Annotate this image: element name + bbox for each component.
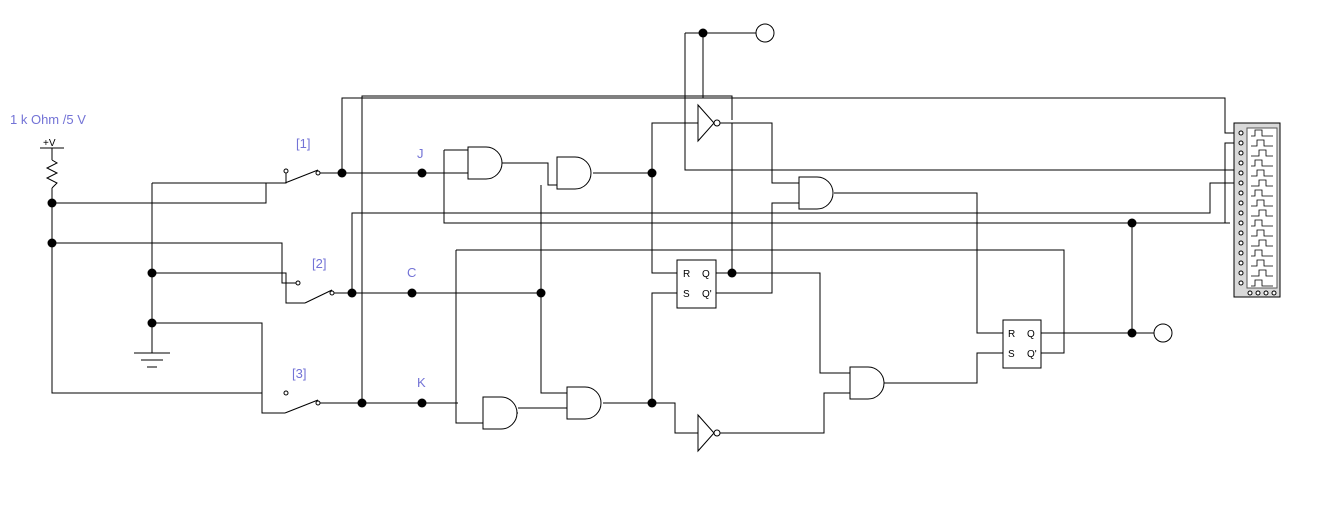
analyzer-pin — [1238, 280, 1244, 286]
waveform-glyph — [1251, 129, 1273, 137]
waveform-glyph — [1251, 179, 1273, 187]
analyzer-pin — [1238, 180, 1244, 186]
pin-s: S — [1008, 349, 1015, 360]
analyzer-pin — [1238, 260, 1244, 266]
junction-dots — [47, 28, 1137, 408]
analyzer-pin — [1238, 230, 1244, 236]
net-label-j: J — [417, 146, 424, 161]
inverter-top — [697, 103, 721, 143]
and-gate-3 — [482, 396, 518, 430]
switch-label: [3] — [292, 366, 306, 381]
analyzer-pin — [1238, 270, 1244, 276]
analyzer-pin — [1238, 140, 1244, 146]
switch-label: [2] — [312, 256, 326, 271]
waveform-glyph — [1251, 249, 1273, 257]
net-label-k: K — [417, 375, 426, 390]
switch-label: [1] — [296, 136, 310, 151]
logic-analyzer[interactable] — [1233, 122, 1281, 298]
and-gate-2 — [556, 156, 592, 190]
waveform-glyph — [1251, 209, 1273, 217]
rs-flipflop-2: R S Q Q' — [1002, 319, 1042, 369]
analyzer-pin — [1238, 130, 1244, 136]
switch-3[interactable]: [3] — [283, 366, 321, 414]
analyzer-pin — [1238, 240, 1244, 246]
analyzer-pin — [1238, 200, 1244, 206]
probe-lamp-right[interactable] — [1153, 323, 1173, 343]
power-source: 1 k Ohm /5 V +V — [10, 112, 86, 189]
rs-flipflop-1: R S Q Q' — [676, 259, 717, 309]
waveform-glyph — [1251, 259, 1273, 267]
wires — [51, 32, 1235, 434]
waveform-glyph — [1251, 199, 1273, 207]
resistor-icon — [45, 159, 59, 189]
net-label-c: C — [407, 265, 416, 280]
waveform-glyph — [1251, 279, 1273, 287]
waveform-glyph — [1251, 269, 1273, 277]
analyzer-pin — [1238, 190, 1244, 196]
analyzer-input-pins — [1238, 130, 1244, 286]
pin-r: R — [683, 269, 690, 280]
ground-symbol — [134, 352, 170, 368]
pin-r: R — [1008, 329, 1015, 340]
waveform-glyph — [1251, 169, 1273, 177]
and-gate-5 — [798, 176, 834, 210]
and-gate-1 — [467, 146, 503, 180]
switch-2[interactable]: [2] — [295, 256, 335, 304]
analyzer-pin — [1238, 150, 1244, 156]
analyzer-pin — [1238, 170, 1244, 176]
analyzer-pin — [1238, 160, 1244, 166]
vcc-label: +V — [43, 138, 56, 149]
analyzer-pin — [1238, 210, 1244, 216]
analyzer-waveforms — [1251, 129, 1273, 287]
inverter-bottom — [697, 413, 721, 453]
waveform-glyph — [1251, 219, 1273, 227]
waveform-glyph — [1251, 149, 1273, 157]
waveform-glyph — [1251, 229, 1273, 237]
pin-s: S — [683, 289, 690, 300]
analyzer-pin — [1238, 220, 1244, 226]
pin-qn: Q' — [1027, 349, 1037, 360]
pin-q: Q — [1027, 329, 1035, 340]
source-label: 1 k Ohm /5 V — [10, 112, 86, 127]
waveform-glyph — [1251, 189, 1273, 197]
and-gate-4 — [566, 386, 602, 420]
analyzer-pin — [1238, 250, 1244, 256]
waveform-glyph — [1251, 159, 1273, 167]
probe-lamp-top[interactable] — [755, 23, 775, 43]
switch-1[interactable]: [1] — [283, 136, 321, 184]
pin-q: Q — [702, 269, 710, 280]
pin-qn: Q' — [702, 289, 712, 300]
waveform-glyph — [1251, 239, 1273, 247]
and-gate-6 — [849, 366, 885, 400]
waveform-glyph — [1251, 139, 1273, 147]
